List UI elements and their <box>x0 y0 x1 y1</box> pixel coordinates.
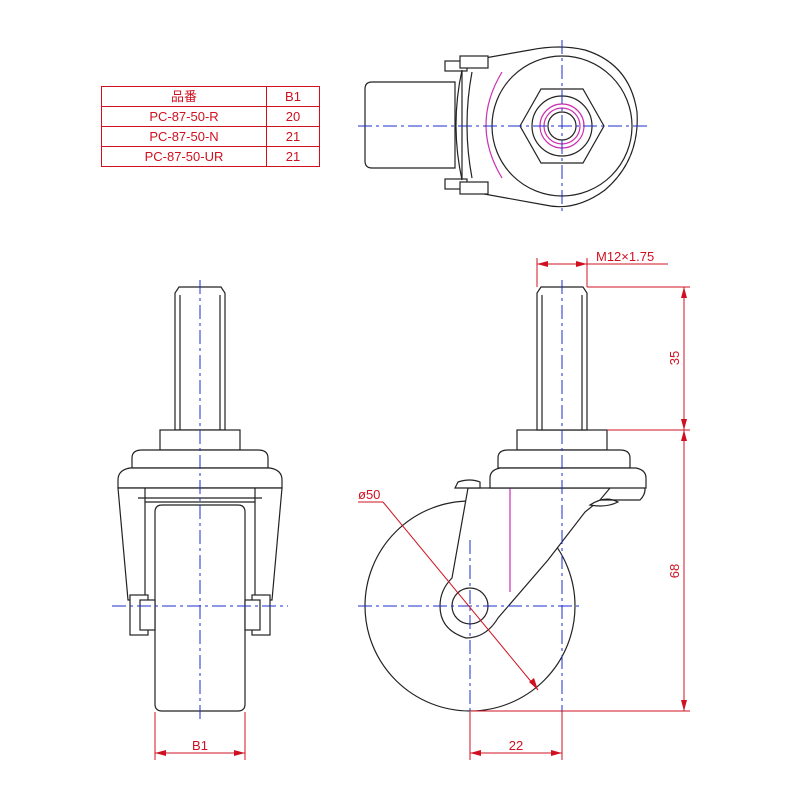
side-view: M12×1.75 35 68 ø50 <box>358 249 690 760</box>
dimension-height-label: 68 <box>667 564 682 578</box>
dimension-stem-length-label: 35 <box>667 351 682 365</box>
dimension-width: B1 <box>154 712 246 760</box>
table-row: PC-87-50-UR 21 <box>101 146 320 167</box>
dimension-thread-label: M12×1.75 <box>596 249 654 264</box>
dimension-wheel-diameter: ø50 <box>358 487 539 691</box>
dimension-height: 68 <box>470 430 690 712</box>
dimension-width-label: B1 <box>192 738 208 753</box>
front-view-axle <box>129 594 271 636</box>
top-view-wheel-housing <box>364 81 456 169</box>
table-row: PC-87-50-N 21 <box>101 126 320 147</box>
top-view-hidden-arc <box>485 71 503 179</box>
dimension-stem-length: 35 <box>587 286 690 431</box>
front-view: B1 <box>112 280 288 760</box>
row-b1: 21 <box>266 146 320 167</box>
dimension-offset-label: 22 <box>509 738 523 753</box>
row-part-no: PC-87-50-N <box>101 126 267 147</box>
side-view-swivel-head <box>489 429 647 489</box>
spec-table: 品番 B1 PC-87-50-R 20 PC-87-50-N 21 PC-87-… <box>101 86 320 167</box>
dimension-offset: 22 <box>469 712 563 760</box>
dimension-thread: M12×1.75 <box>536 249 668 287</box>
top-view <box>358 40 650 212</box>
dimension-wheel-diameter-label: ø50 <box>358 487 380 502</box>
row-part-no: PC-87-50-UR <box>101 146 267 167</box>
